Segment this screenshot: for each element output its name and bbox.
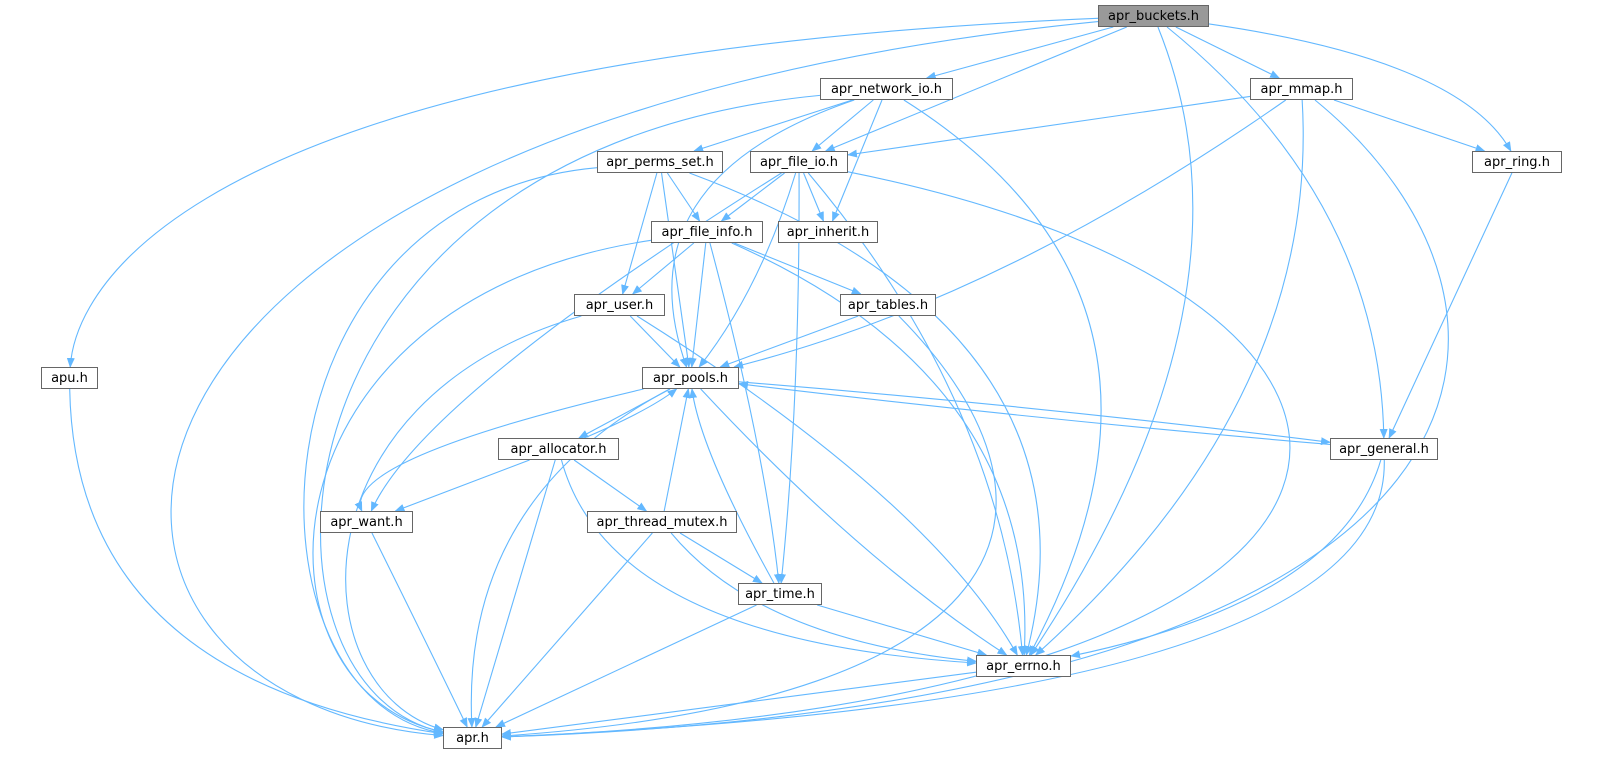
edge-fileinfo-to-apr: [312, 239, 652, 734]
edge-general-to-errno: [1070, 459, 1382, 659]
edge-time-to-errno: [817, 604, 988, 657]
edge-mutex-to-pools: [663, 388, 691, 512]
edge-general-to-pools: [738, 380, 1331, 445]
node-want[interactable]: apr_want.h: [320, 511, 413, 533]
edge-tables-to-apr: [501, 315, 997, 740]
node-pools[interactable]: apr_pools.h: [642, 367, 739, 389]
node-inherit[interactable]: apr_inherit.h: [778, 221, 878, 243]
node-fileinfo[interactable]: apr_file_info.h: [651, 221, 763, 243]
edge-buckets-to-mmap: [1175, 26, 1281, 79]
edge-network-to-apr: [320, 94, 821, 735]
edge-buckets-to-errno: [1030, 26, 1194, 656]
edge-pools-to-general: [738, 381, 1331, 446]
node-ring[interactable]: apr_ring.h: [1472, 151, 1562, 173]
edge-allocator-to-apr: [474, 459, 556, 728]
edge-perms-to-fileinfo: [666, 172, 701, 222]
edge-fileinfo-to-errno: [731, 242, 1029, 656]
edge-fileinfo-to-tables: [734, 242, 862, 295]
edge-fileio-to-fileinfo: [720, 172, 785, 222]
node-general[interactable]: apr_general.h: [1330, 438, 1438, 460]
edge-allocator-to-mutex: [573, 459, 648, 512]
edge-buckets-to-apu: [66, 17, 1099, 368]
node-user[interactable]: apr_user.h: [574, 294, 665, 316]
edge-user-to-apr: [345, 315, 582, 732]
edge-network-to-inherit: [831, 99, 883, 222]
edge-fileinfo-to-user: [631, 242, 695, 295]
node-perms[interactable]: apr_perms_set.h: [597, 151, 723, 173]
edge-network-to-perms: [693, 99, 853, 153]
edge-fileio-to-apr: [501, 171, 1291, 741]
edge-general-to-apr: [501, 459, 1385, 741]
node-mutex[interactable]: apr_thread_mutex.h: [587, 511, 737, 533]
edge-perms-to-pools: [661, 172, 692, 368]
edge-mmap-to-ring: [1333, 99, 1486, 152]
edge-mutex-to-apr: [481, 532, 653, 728]
edge-mmap-to-errno: [1035, 99, 1304, 656]
edge-mutex-to-errno: [670, 532, 977, 665]
edge-buckets-to-apr: [170, 20, 1099, 739]
edge-user-to-errno: [636, 315, 1018, 656]
node-mmap[interactable]: apr_mmap.h: [1250, 78, 1353, 100]
edge-buckets-to-fileio: [824, 26, 1127, 152]
edge-fileinfo-to-time: [709, 242, 782, 584]
edge-fileio-to-errno: [807, 172, 1026, 656]
edge-apu-to-apr: [69, 388, 444, 737]
edge-network-to-pools: [671, 99, 855, 368]
edge-buckets-to-ring: [1208, 23, 1512, 152]
node-time[interactable]: apr_time.h: [738, 583, 822, 605]
node-apr[interactable]: apr.h: [443, 727, 502, 749]
node-errno[interactable]: apr_errno.h: [976, 655, 1071, 677]
edge-time-to-apr: [495, 604, 757, 728]
edge-fileinfo-to-pools: [688, 242, 707, 368]
edge-buckets-to-general: [1166, 26, 1388, 439]
node-network[interactable]: apr_network_io.h: [820, 78, 953, 100]
node-buckets[interactable]: apr_buckets.h: [1098, 5, 1209, 27]
edge-network-to-fileio: [811, 99, 874, 152]
edge-errno-to-apr: [501, 671, 977, 737]
edge-ring-to-general: [1388, 172, 1513, 439]
edge-user-to-pools: [629, 315, 681, 368]
edge-tables-to-pools: [719, 315, 859, 368]
edge-pools-to-want: [354, 388, 644, 512]
edge-mmap-to-pools: [733, 99, 1287, 369]
edge-network-to-errno: [903, 99, 1102, 656]
edge-allocator-to-errno: [560, 459, 977, 667]
node-allocator[interactable]: apr_allocator.h: [498, 438, 619, 460]
edge-mutex-to-time: [679, 532, 763, 584]
edge-pools-to-apr: [467, 388, 670, 728]
edge-fileio-to-inherit: [803, 172, 824, 222]
node-tables[interactable]: apr_tables.h: [840, 294, 936, 316]
edge-want-to-apr: [371, 532, 468, 728]
edge-buckets-to-network: [925, 26, 1114, 80]
edge-allocator-to-pools: [584, 388, 678, 439]
edge-pools-to-errno: [700, 388, 1008, 656]
edge-mmap-to-apr: [501, 99, 1449, 741]
node-apu[interactable]: apu.h: [41, 367, 98, 389]
edge-mmap-to-fileio: [847, 95, 1251, 158]
node-fileio[interactable]: apr_file_io.h: [750, 151, 848, 173]
edge-fileio-to-pools: [698, 172, 797, 368]
edge-allocator-to-want: [394, 459, 530, 512]
edge-time-to-pools: [689, 388, 775, 584]
